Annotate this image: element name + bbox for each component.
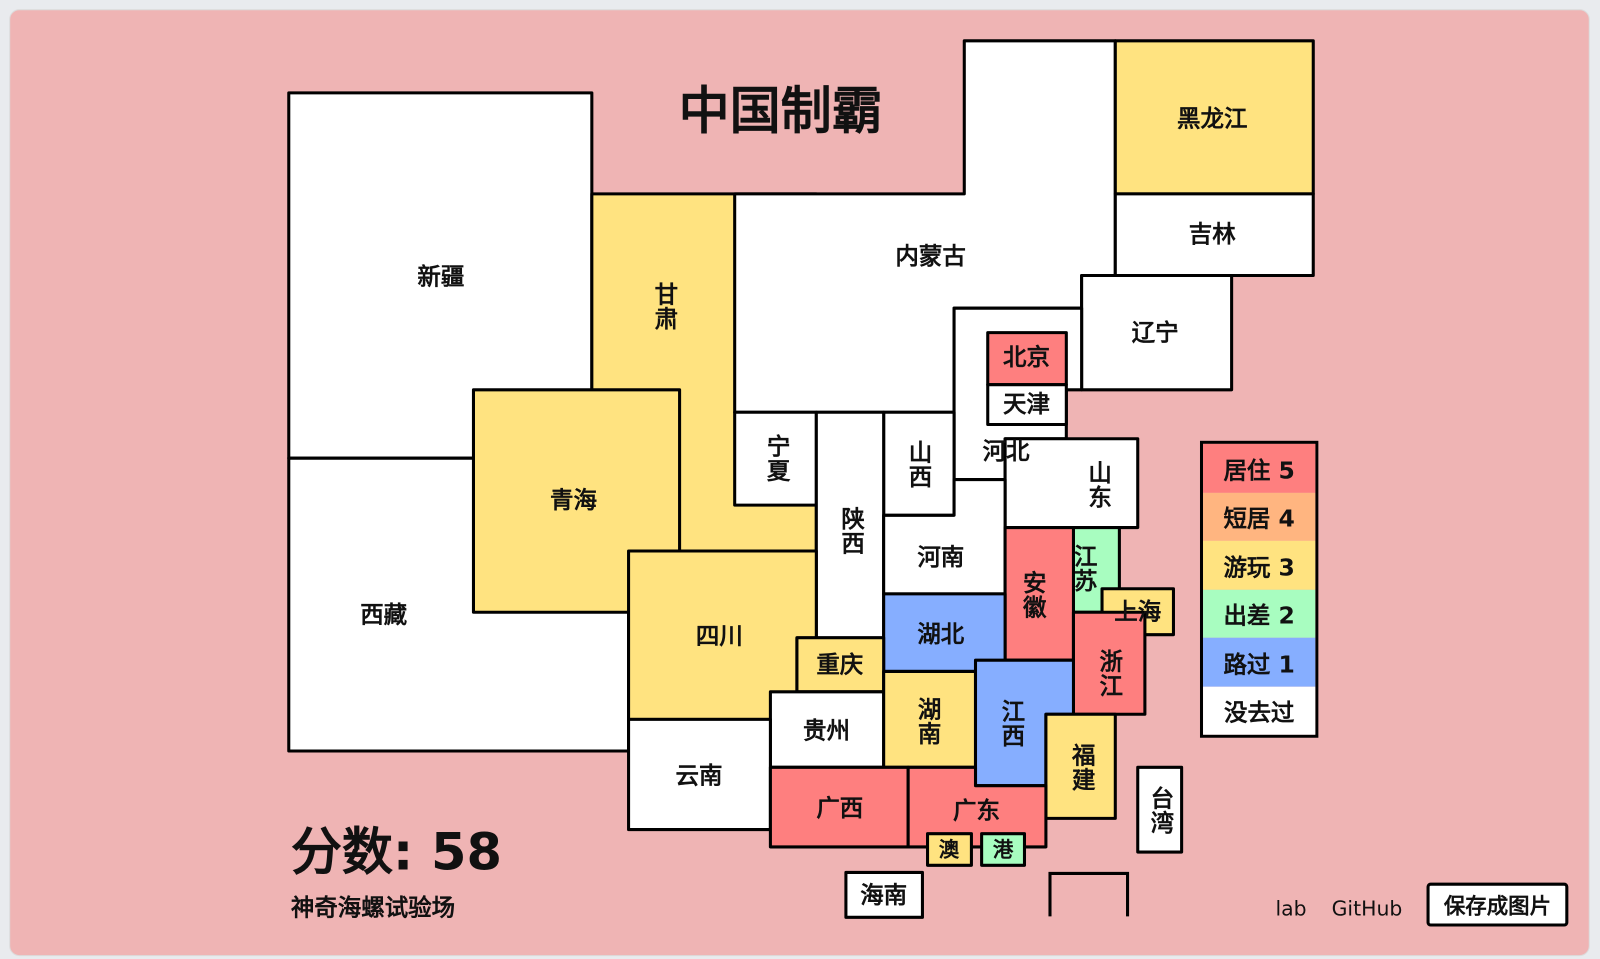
province-广西[interactable] — [768, 765, 910, 849]
province-贵州[interactable] — [768, 690, 886, 769]
legend-item[interactable]: 居住 5 — [1203, 443, 1316, 493]
province-山东[interactable] — [1003, 437, 1140, 530]
province-宁夏[interactable] — [733, 410, 818, 507]
province-重庆[interactable] — [795, 636, 886, 694]
province-福建[interactable] — [1044, 712, 1117, 820]
province-浙江[interactable] — [1071, 610, 1147, 716]
github-link[interactable]: GitHub — [1331, 895, 1403, 921]
legend-item[interactable]: 没去过 — [1203, 686, 1316, 735]
province-天津[interactable] — [986, 383, 1068, 427]
lab-link[interactable]: lab — [1275, 895, 1307, 921]
page-title: 中国制霸 — [678, 81, 883, 141]
province-安徽[interactable] — [1003, 526, 1075, 662]
legend-item[interactable]: 短居 4 — [1203, 492, 1316, 541]
province-台湾[interactable] — [1136, 765, 1184, 854]
legend-item[interactable]: 游玩 3 — [1203, 540, 1316, 590]
province-辽宁[interactable] — [1080, 273, 1234, 392]
south-china-sea-bracket — [1048, 871, 1130, 917]
save-image-button[interactable]: 保存成图片 — [1426, 882, 1569, 927]
province-黑龙江[interactable] — [1113, 39, 1315, 196]
province-山西[interactable] — [882, 410, 956, 517]
province-云南[interactable] — [627, 717, 772, 832]
province-广东[interactable] — [906, 765, 1048, 849]
legend-item[interactable]: 出差 2 — [1203, 589, 1316, 638]
subtitle: 神奇海螺试验场 — [290, 894, 456, 922]
province-海南[interactable] — [844, 870, 924, 919]
province-北京[interactable] — [986, 331, 1068, 387]
legend-item[interactable]: 路过 1 — [1203, 637, 1316, 687]
province-陕西[interactable] — [814, 410, 886, 640]
province-港[interactable] — [980, 832, 1027, 867]
province-吉林[interactable] — [1113, 192, 1315, 278]
province-湖南[interactable] — [882, 669, 978, 769]
score: 分数: 58 — [290, 822, 503, 882]
province-澳[interactable] — [926, 832, 973, 867]
